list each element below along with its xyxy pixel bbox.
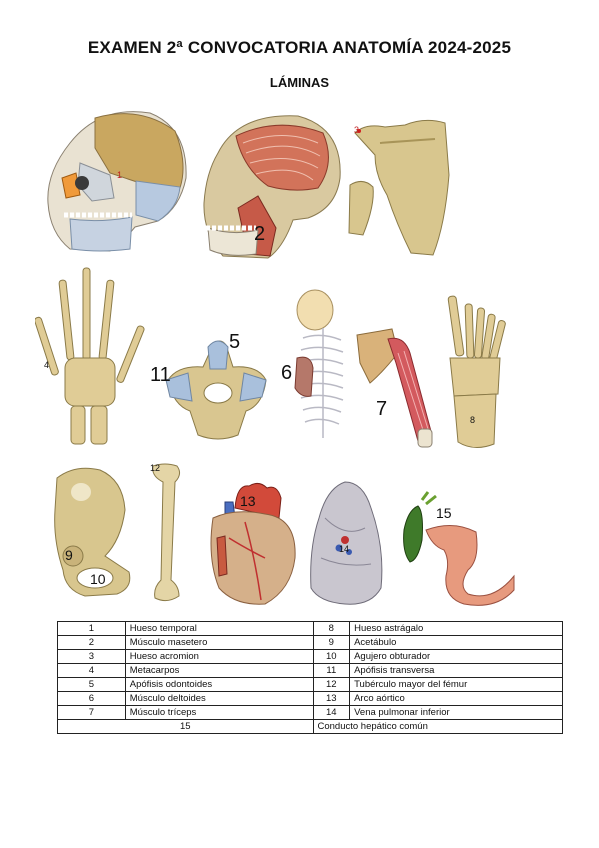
table-row: 15 Conducto hepático común [57,719,563,734]
legend-term: Hueso acromion [124,649,314,664]
table-row: 1 Hueso temporal 8 Hueso astrágalo [57,621,563,636]
legend-number: 1 [57,621,126,636]
legend-number: 9 [312,635,351,650]
figure-label-11: 11 [150,364,171,386]
legend-term: Hueso astrágalo [349,621,563,636]
legend-number: 8 [312,621,351,636]
page-subtitle: LÁMINAS [269,75,330,90]
figure-label-7: 7 [376,398,388,420]
figure-label-3: 3 [354,125,360,135]
hand-plate [35,267,145,445]
legend-term: Apófisis transversa [349,663,563,678]
figure-label-5: 5 [229,331,241,353]
pelvis-plate [54,467,131,597]
figure-label-13: 13 [240,493,256,509]
figure-label-10: 10 [90,571,106,587]
liver-duct-plate [403,491,515,606]
vertebra-plate [165,340,267,440]
legend-number: 4 [57,663,126,678]
figure-label-6: 6 [281,362,293,384]
figure-label-12: 12 [150,463,161,473]
legend-table: 1 Hueso temporal 8 Hueso astrágalo 2 Mús… [57,621,563,734]
legend-term: Músculo tríceps [124,705,314,720]
figure-label-9: 9 [65,547,73,563]
figure-label-8: 8 [470,415,476,425]
table-row: 5 Apófisis odontoides 12 Tubérculo mayor… [57,677,563,692]
page-title: EXAMEN 2ª CONVOCATORIA ANATOMÍA 2024-202… [87,38,512,57]
legend-number: 5 [57,677,126,692]
triceps-plate [356,328,433,448]
lung-plate [310,481,383,605]
figure-label-2: 2 [254,223,266,245]
legend-term: Acetábulo [349,635,563,650]
legend-term: Agujero obturador [349,649,563,664]
figure-label-4: 4 [44,360,50,370]
heart-plate [210,482,296,605]
legend-term: Apófisis odontoides [124,677,314,692]
legend-term: Vena pulmonar inferior [349,705,563,720]
legend-number: 2 [57,635,126,650]
figure-label-14: 14 [339,544,350,554]
legend-term: Músculo masetero [124,635,314,650]
deltoid-plate [294,289,344,438]
legend-term: Tubérculo mayor del fémur [349,677,563,692]
legend-number: 14 [312,705,351,720]
legend-number: 11 [312,663,351,678]
legend-term: Hueso temporal [124,621,314,636]
legend-number: 12 [312,677,351,692]
scapula-plate [348,119,450,256]
figure-label-15: 15 [436,505,452,521]
skull-plate [47,111,187,252]
masseter-plate [203,115,341,259]
table-row: 4 Metacarpos 11 Apófisis transversa [57,663,563,678]
legend-term: Conducto hepático común [312,719,563,734]
legend-number: 6 [57,691,126,706]
legend-number: 10 [312,649,351,664]
legend-number: 3 [57,649,126,664]
table-row: 7 Músculo tríceps 14 Vena pulmonar infer… [57,705,563,720]
table-row: 6 Músculo deltoides 13 Arco aórtico [57,691,563,706]
femur-plate [152,463,181,602]
table-row: 2 Músculo masetero 9 Acetábulo [57,635,563,650]
legend-number: 15 [57,719,314,734]
legend-number: 13 [312,691,351,706]
legend-term: Arco aórtico [349,691,563,706]
foot-plate [447,295,506,448]
table-row: 3 Hueso acromion 10 Agujero obturador [57,649,563,664]
legend-term: Metacarpos [124,663,314,678]
legend-number: 7 [57,705,126,720]
legend-term: Músculo deltoides [124,691,314,706]
figure-label-1: 1 [117,170,123,180]
